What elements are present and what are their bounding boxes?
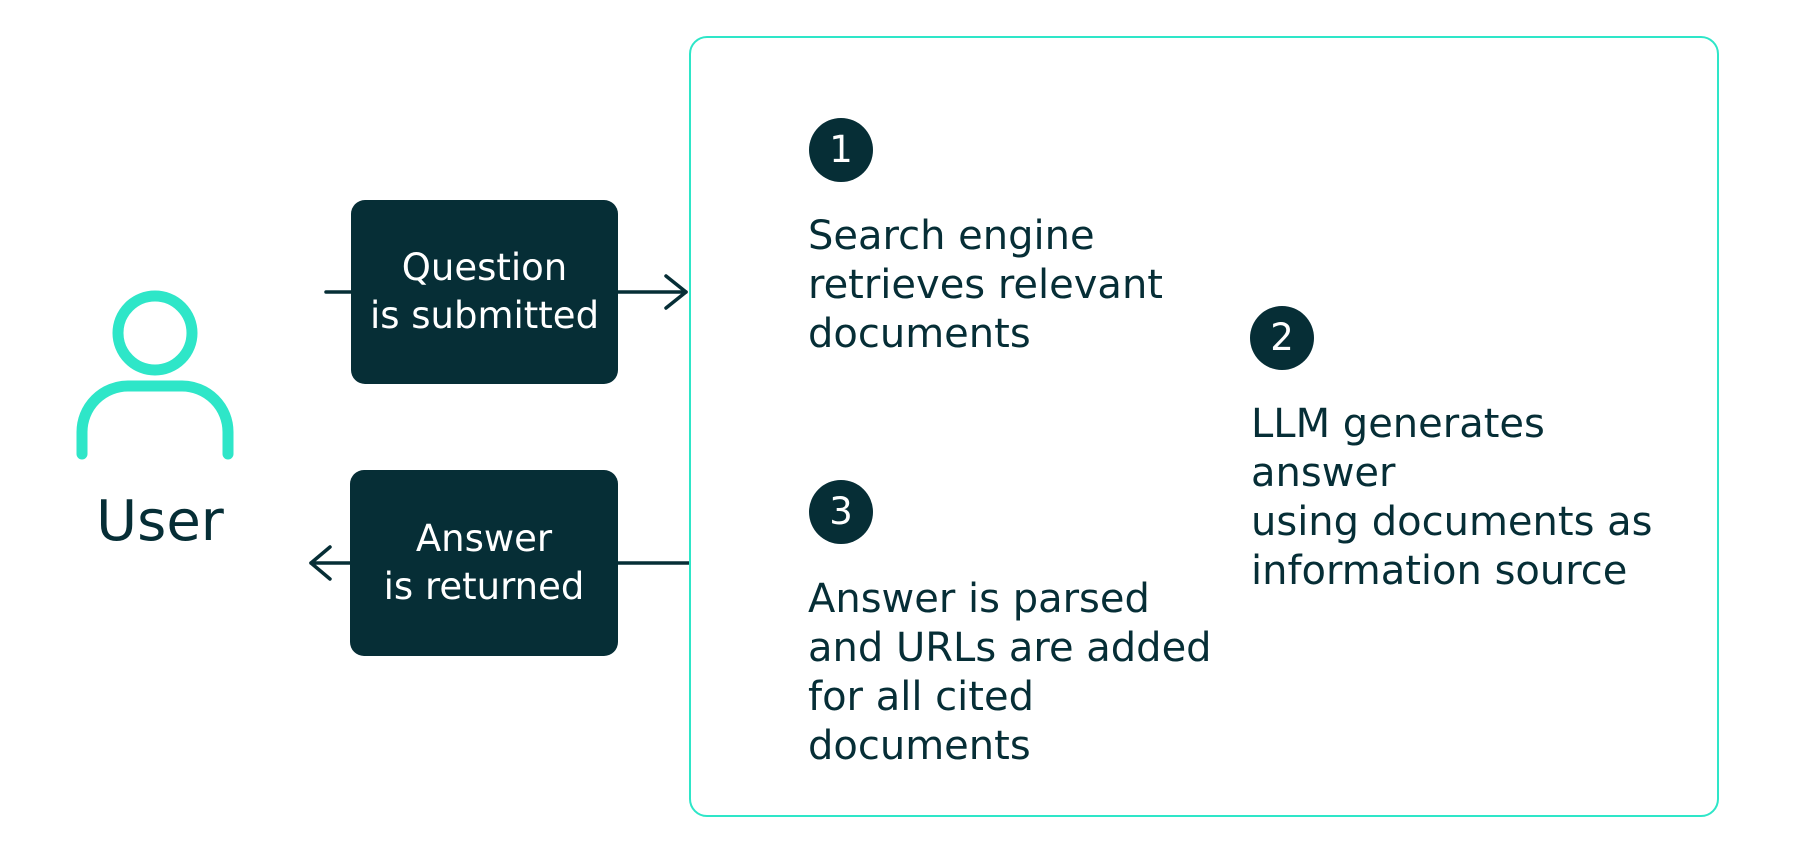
answer-arrowhead <box>309 545 332 581</box>
step-3-text: Answer is parsed and URLs are added for … <box>808 576 1212 769</box>
step-2-text: LLM generates answer using documents as … <box>1251 401 1653 594</box>
user-label: User <box>96 489 224 554</box>
user-icon <box>76 290 234 460</box>
answer-returned-box: Answer is returned <box>350 470 618 656</box>
answer-returned-label: Answer is returned <box>383 517 585 608</box>
question-arrowhead <box>664 274 688 310</box>
step-2-badge: 2 <box>1250 306 1314 370</box>
question-submitted-label: Question is submitted <box>369 246 600 337</box>
step-1-badge: 1 <box>809 118 873 182</box>
step-1-text: Search engine retrieves relevant documen… <box>808 213 1163 357</box>
step-3-badge: 3 <box>809 480 873 544</box>
question-submitted-box: Question is submitted <box>351 200 618 384</box>
